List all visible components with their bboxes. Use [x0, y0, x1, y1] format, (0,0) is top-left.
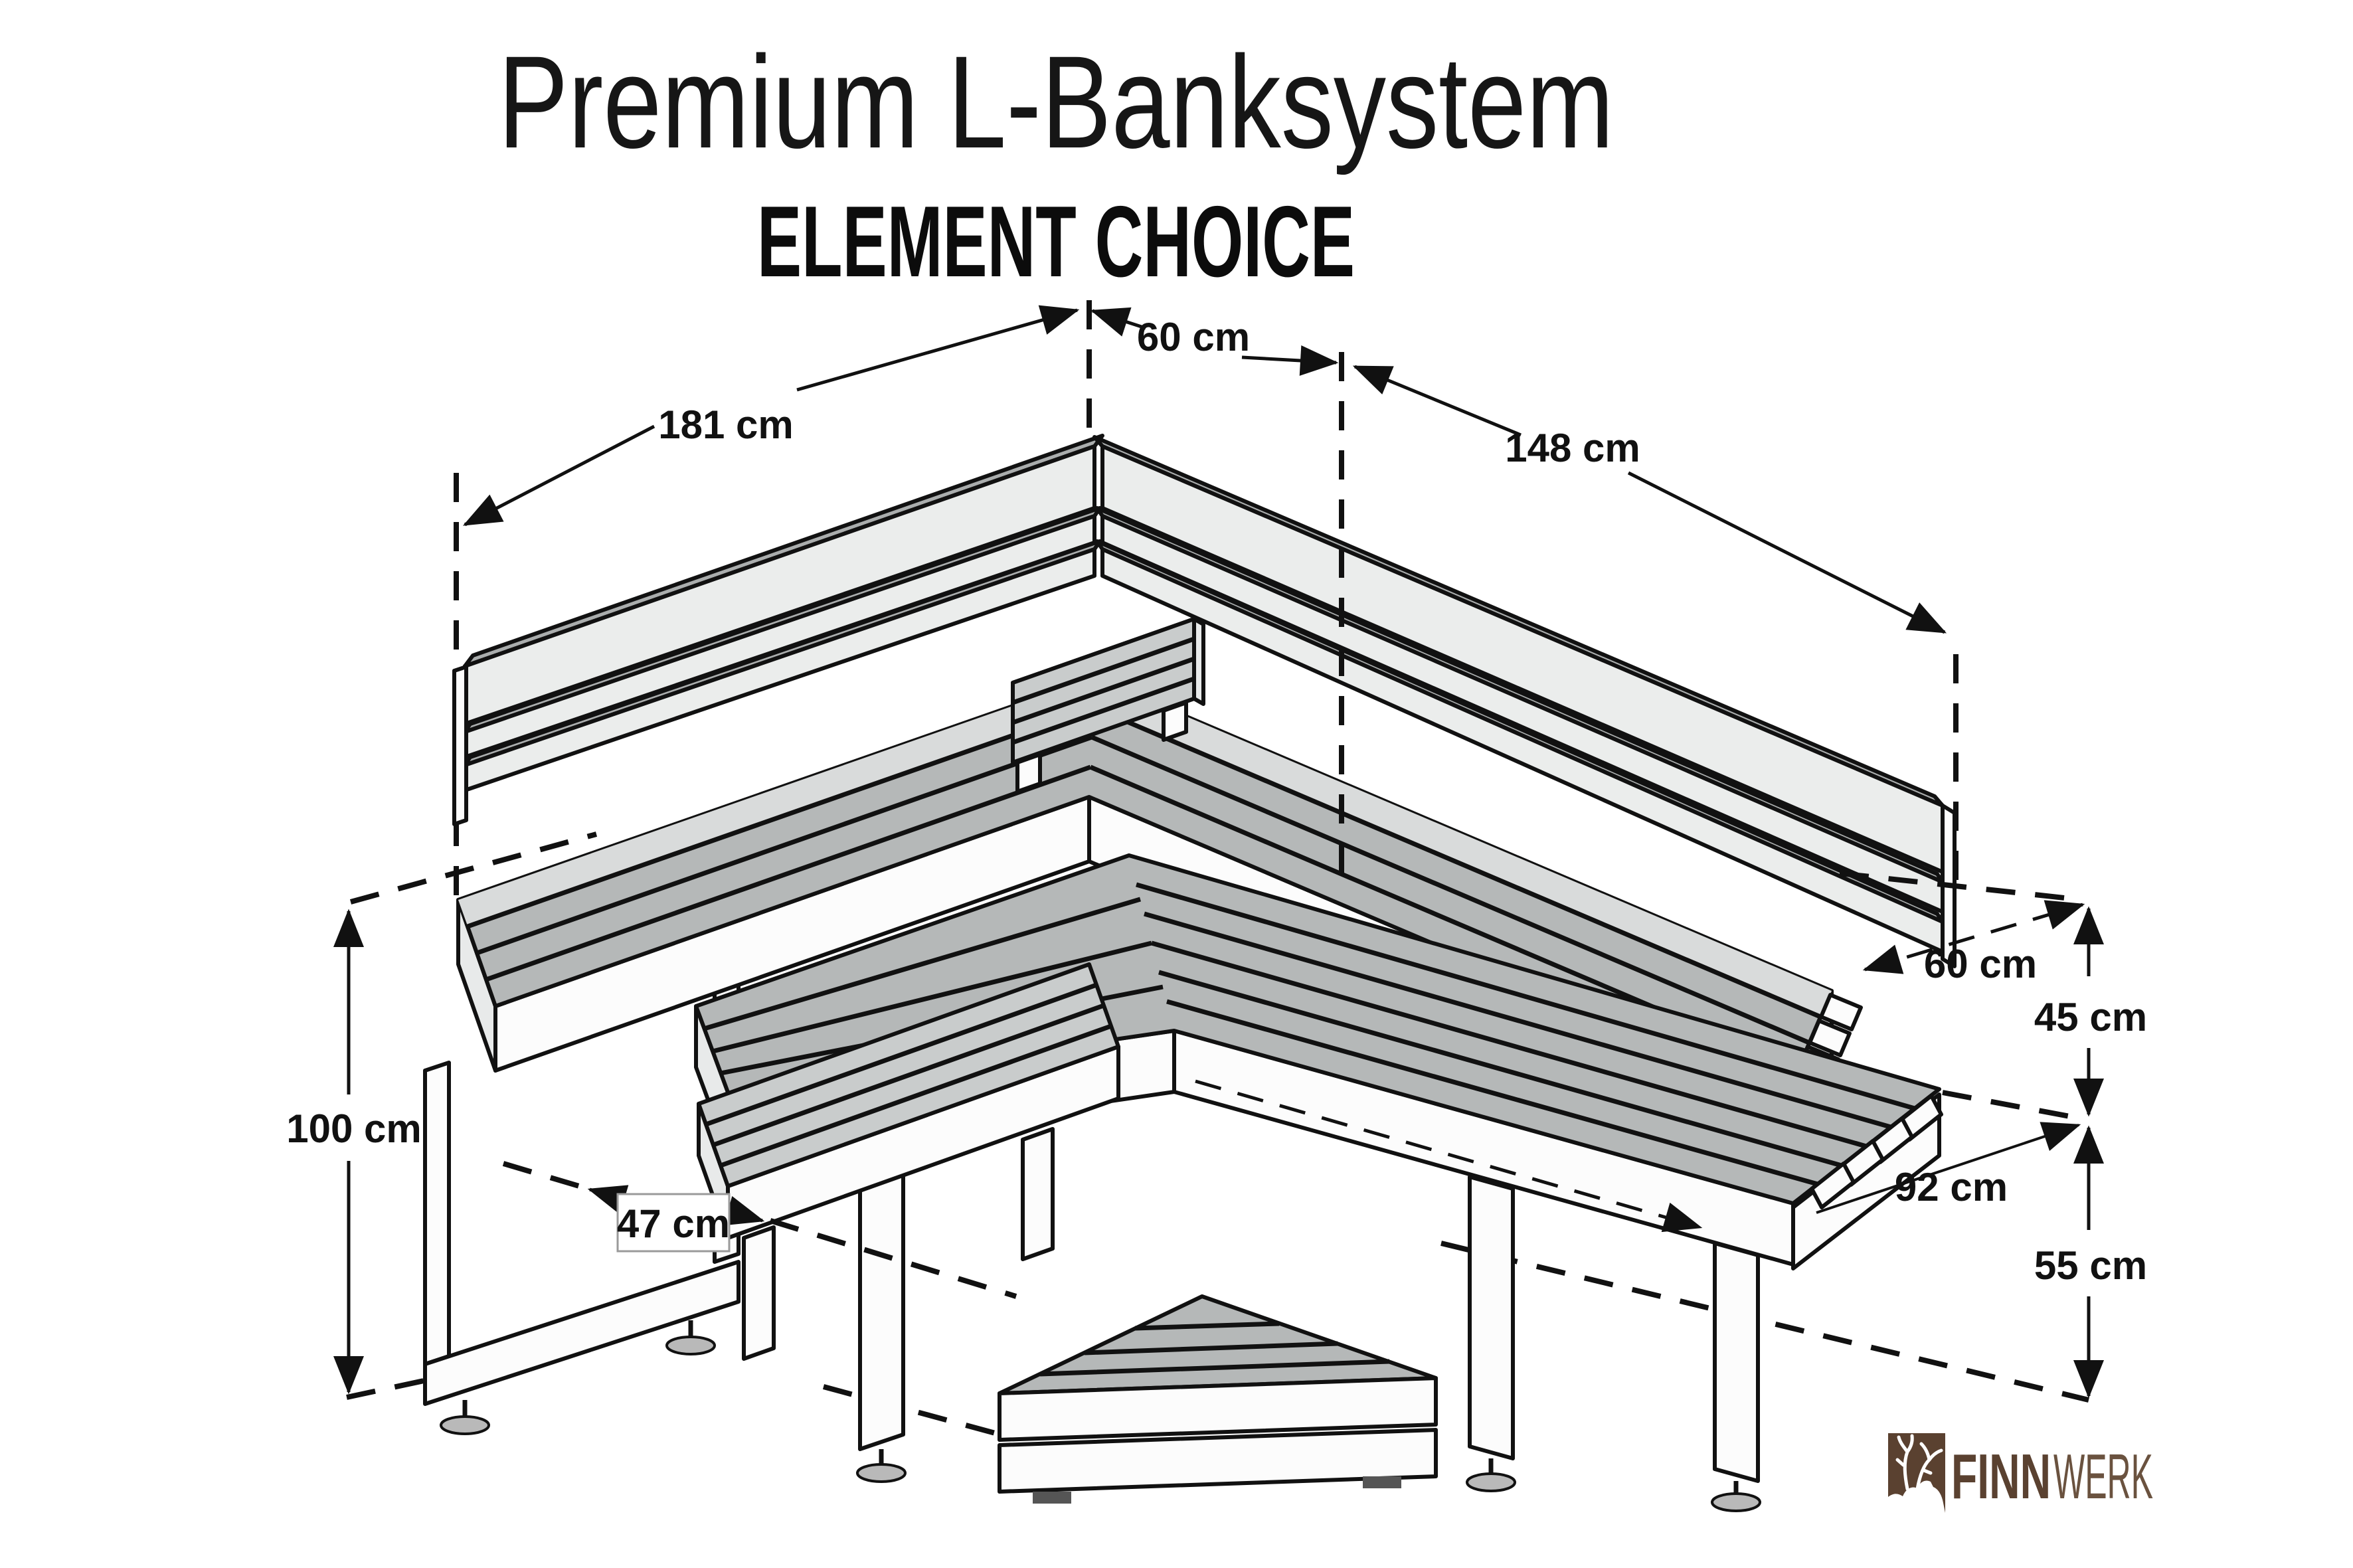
dim-label-60-right: 60 cm: [1924, 942, 2037, 986]
dimension-annotations: 181 cm 60 cm 148 cm 100 cm 47 cm: [286, 300, 2147, 1399]
adjustable-foot: [440, 1415, 490, 1435]
bench-illustration: [346, 434, 2089, 1512]
title-block: Premium L-Banksystem ELEMENT CHOICE: [498, 29, 1614, 298]
dim-label-60-top: 60 cm: [1137, 315, 1250, 359]
step-bench-leg: [742, 1225, 776, 1361]
corner-stool-plank-lines: [1039, 1321, 1390, 1377]
dim-47: 47 cm: [502, 1161, 1017, 1299]
corner-stool: [998, 1294, 1438, 1504]
corner-stool-foot: [1363, 1476, 1401, 1488]
step-bench-plank-lines: [705, 982, 1112, 1168]
dim-181: 181 cm: [462, 305, 1080, 527]
extension-line-lower-corner: [1942, 1090, 2085, 1122]
lower-bench-leg: [1468, 1175, 1515, 1460]
headrest: [1011, 617, 1205, 794]
floor-line-right: [1440, 1241, 2089, 1403]
dim-label-55: 55 cm: [2034, 1243, 2147, 1288]
adjustable-foot: [856, 1463, 907, 1483]
dim-92: 92 cm: [1195, 1079, 2081, 1233]
step-bench: [697, 962, 1120, 1361]
floor-line-mid: [822, 1384, 1016, 1441]
backrest-end-rail: [452, 665, 468, 826]
extension-line-100-top: [349, 831, 598, 905]
adjustable-foot: [1466, 1472, 1516, 1492]
brand-logo: FINN WERK: [1888, 1433, 2153, 1513]
right-backrest: [1092, 435, 1957, 968]
upper-bench-plank-lines: [466, 705, 1822, 1071]
lower-bench-leg: [1713, 1241, 1760, 1483]
lower-bench-plank-ends: [1810, 1094, 1943, 1209]
dim-100: 100 cm: [286, 909, 422, 1395]
logo-text-light: WERK: [2053, 1441, 2153, 1512]
step-bench-leg: [1021, 1127, 1055, 1261]
dim-45: 45 cm: [2034, 906, 2147, 1117]
corner-stool-band: [998, 1376, 1438, 1442]
dim-label-92: 92 cm: [1895, 1165, 2008, 1209]
dim-60-top: 60 cm: [1090, 307, 1339, 376]
dim-label-181: 181 cm: [658, 402, 794, 447]
adjustable-foot: [665, 1336, 716, 1355]
extension-line-upper-corner: [1839, 871, 2083, 903]
logo-text-bold: FINN: [1951, 1441, 2051, 1512]
adjustable-foot: [1711, 1492, 1761, 1512]
headrest-slats: [1011, 636, 1195, 745]
dim-label-100: 100 cm: [286, 1106, 422, 1151]
page-title: Premium L-Banksystem: [498, 29, 1614, 175]
corner-stool-band: [998, 1428, 1438, 1494]
dim-label-47: 47 cm: [617, 1201, 730, 1246]
deer-antler-icon: [1888, 1434, 1945, 1513]
left-backrest: [452, 434, 1104, 826]
page-subtitle: ELEMENT CHOICE: [757, 185, 1355, 298]
dim-148: 148 cm: [1352, 365, 1947, 634]
dim-47-box: [616, 1193, 731, 1253]
upper-bench-wall-strip-left: [458, 677, 1104, 926]
dim-label-45: 45 cm: [2034, 995, 2147, 1039]
dim-55: 55 cm: [2034, 1125, 2147, 1399]
dim-label-148: 148 cm: [1505, 426, 1640, 470]
corner-stool-foot: [1033, 1492, 1071, 1504]
dim-60-right: 60 cm: [1862, 900, 2085, 986]
upper-bench-wall-strip-right: [1083, 677, 1832, 1016]
